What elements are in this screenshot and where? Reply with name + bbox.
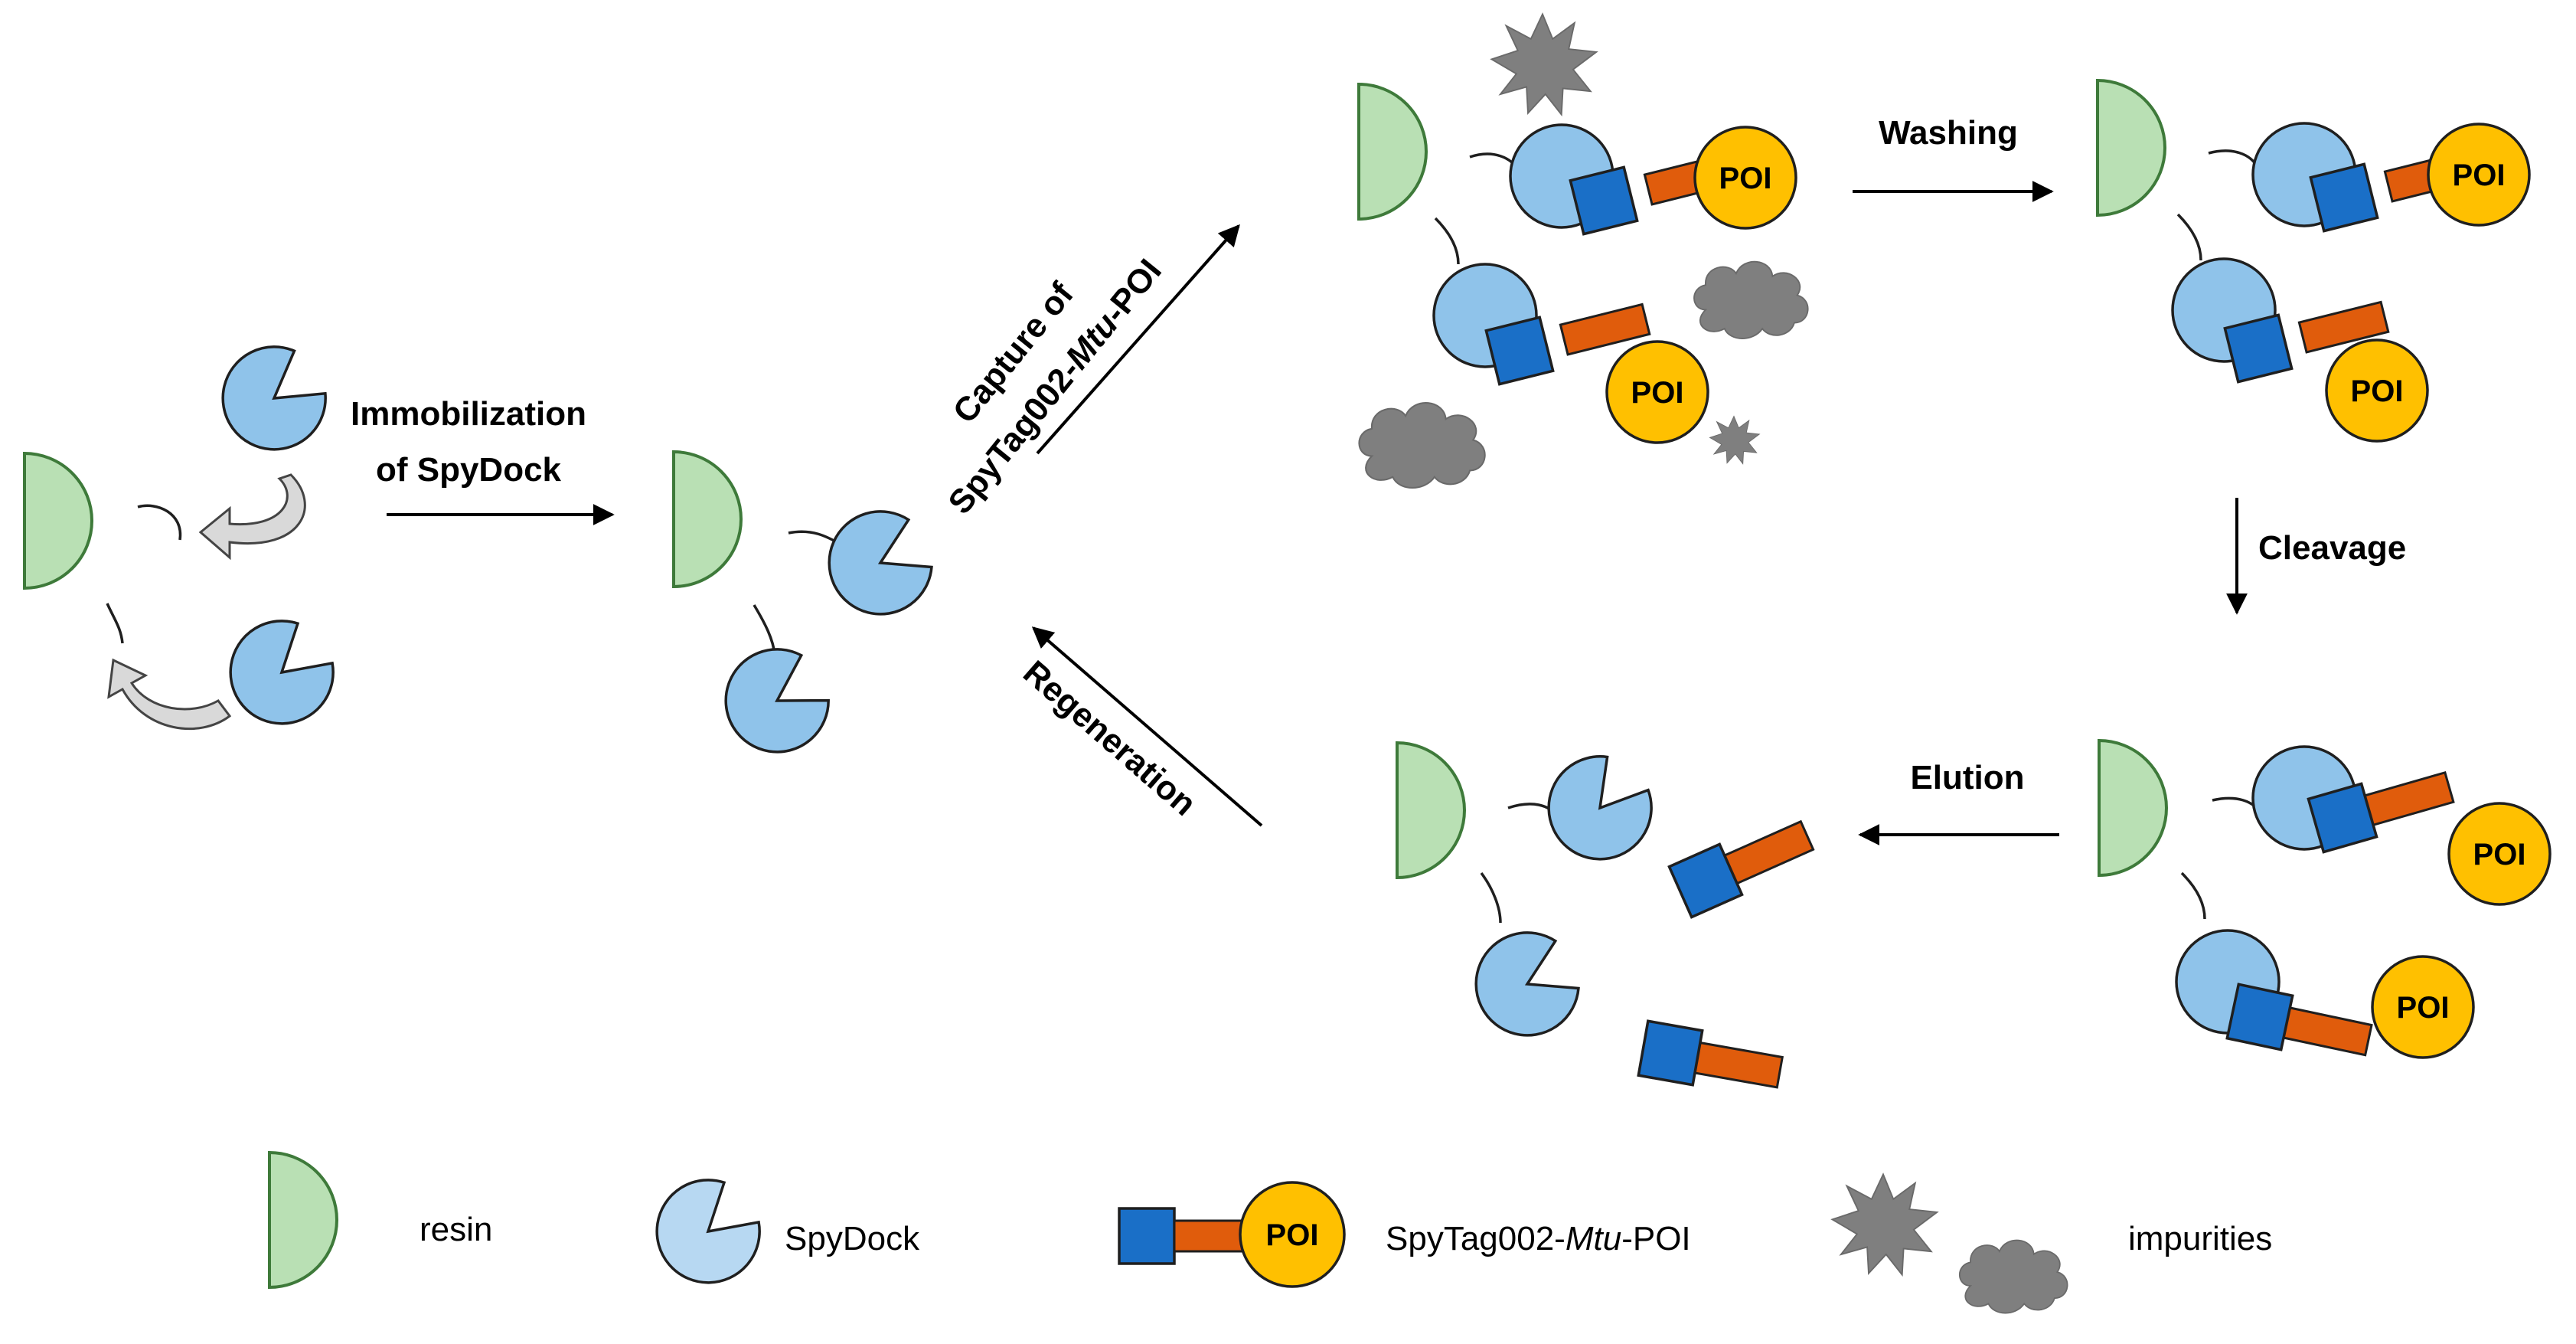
regeneration-label: Regeneration (1016, 653, 1203, 822)
spytag-mtu-icon (2225, 983, 2376, 1069)
spydock-pacman-icon (713, 636, 840, 765)
curved-arrow-icon (107, 658, 232, 731)
stage-6-eluted (1396, 736, 1820, 1101)
legend: resin SpyDock POI SpyTag002-Mtu-POI impu… (268, 1151, 2272, 1314)
impurity-star-icon (1709, 416, 1760, 465)
stage-5-cleaved: POI POI (2098, 739, 2552, 1069)
spydock-pacman-icon (1527, 736, 1672, 881)
impurity-star-icon (1490, 13, 1598, 116)
washing-step: Washing (1853, 114, 2054, 202)
step-arrow-icon (1036, 224, 1240, 455)
poi-label: POI (1631, 376, 1684, 410)
poi-circle-icon (2325, 338, 2429, 443)
poi-circle-icon (1239, 1181, 1346, 1288)
impurity-cloud-icon (1358, 402, 1486, 489)
immobilization-label-line2: of SpyDock (376, 451, 562, 489)
stage-2-immobilized-spydock (672, 450, 940, 765)
stage-3-captured-with-impurities: POI POI (1357, 13, 1809, 489)
cleavage-step: Cleavage (2226, 498, 2406, 615)
legend-impurities: impurities (1831, 1173, 2272, 1314)
poi-label: POI (2397, 991, 2450, 1025)
spytag-mtu-icon (1667, 809, 1820, 919)
resin-shape-icon (2096, 79, 2166, 217)
poi-circle-icon (2371, 955, 2475, 1059)
spytag-square-icon (1118, 1207, 1176, 1265)
legend-impurities-label: impurities (2128, 1220, 2272, 1257)
resin-shape-icon (1357, 83, 1428, 221)
poi-label: POI (1266, 1218, 1319, 1252)
resin-shape-icon (1396, 741, 1466, 879)
elution-label: Elution (1910, 759, 2024, 796)
spydock-pacman-icon (207, 331, 340, 466)
spydock-pacman-icon (1466, 923, 1587, 1045)
poi-circle-icon (1605, 340, 1709, 444)
poi-label: POI (1719, 162, 1772, 195)
impurity-cloud-icon (1958, 1239, 2068, 1314)
resin-shape-icon (23, 452, 93, 590)
legend-spytag-mtu-poi: POI SpyTag002-Mtu-POI (1118, 1181, 1691, 1288)
legend-spydock: SpyDock (655, 1179, 920, 1284)
spytag-mtu-icon (1637, 1019, 1786, 1101)
resin-shape-icon (672, 450, 743, 588)
regeneration-step: Regeneration (1016, 626, 1263, 827)
spydock-pacman-icon (819, 502, 940, 624)
curved-arrow-icon (198, 473, 306, 561)
poi-circle-icon (2447, 802, 2552, 906)
stage-4-washed: POI POI (2096, 79, 2531, 443)
resin-shape-icon (2098, 739, 2168, 877)
stage-1-resin-and-free-spydock (23, 331, 350, 742)
impurity-cloud-icon (1693, 260, 1809, 339)
poi-circle-icon (2427, 123, 2531, 227)
legend-resin-label: resin (420, 1211, 492, 1248)
legend-resin: resin (268, 1151, 492, 1289)
legend-spydock-label: SpyDock (785, 1220, 920, 1257)
poi-label: POI (2473, 838, 2526, 871)
cleavage-label: Cleavage (2258, 529, 2406, 567)
washing-label: Washing (1879, 114, 2018, 152)
impurity-star-icon (1831, 1173, 1938, 1276)
immobilization-step: Immobilization of SpyDock (351, 395, 615, 525)
capture-step: Capture of SpyTag002-Mtu-POI (941, 224, 1240, 522)
poi-label: POI (2453, 159, 2506, 192)
spydock-pacman-icon (655, 1179, 761, 1284)
resin-shape-icon (268, 1151, 338, 1289)
poi-label: POI (2351, 374, 2404, 408)
poi-circle-icon (1693, 126, 1797, 230)
spydock-pacman-icon (212, 603, 350, 742)
legend-spytag-label: SpyTag002-Mtu-POI (1386, 1220, 1691, 1257)
step-arrow-icon (1031, 626, 1263, 827)
elution-step: Elution (1858, 759, 2059, 845)
immobilization-label-line1: Immobilization (351, 395, 586, 433)
